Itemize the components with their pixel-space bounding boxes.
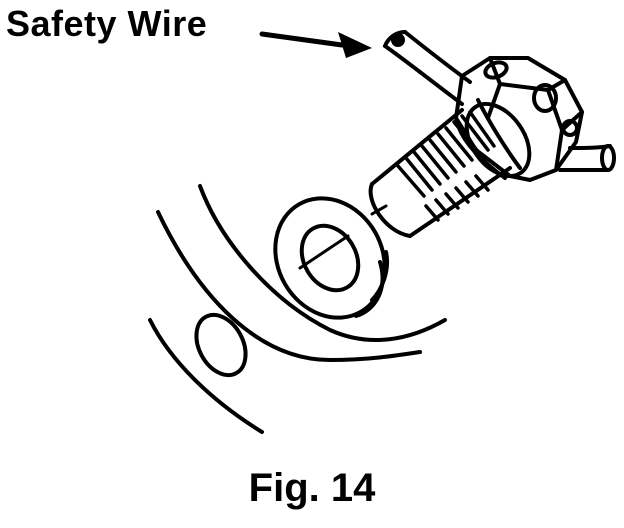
- callout-arrow: [259, 31, 372, 58]
- safety-wire: [383, 30, 616, 172]
- drain-bolt: [368, 56, 584, 238]
- engine-casing: [148, 184, 447, 434]
- figure-caption: Fig. 14: [248, 466, 376, 510]
- axis-line: [298, 204, 388, 270]
- safety-wire-label: Safety Wire: [6, 3, 208, 44]
- sealing-washer: [273, 196, 389, 320]
